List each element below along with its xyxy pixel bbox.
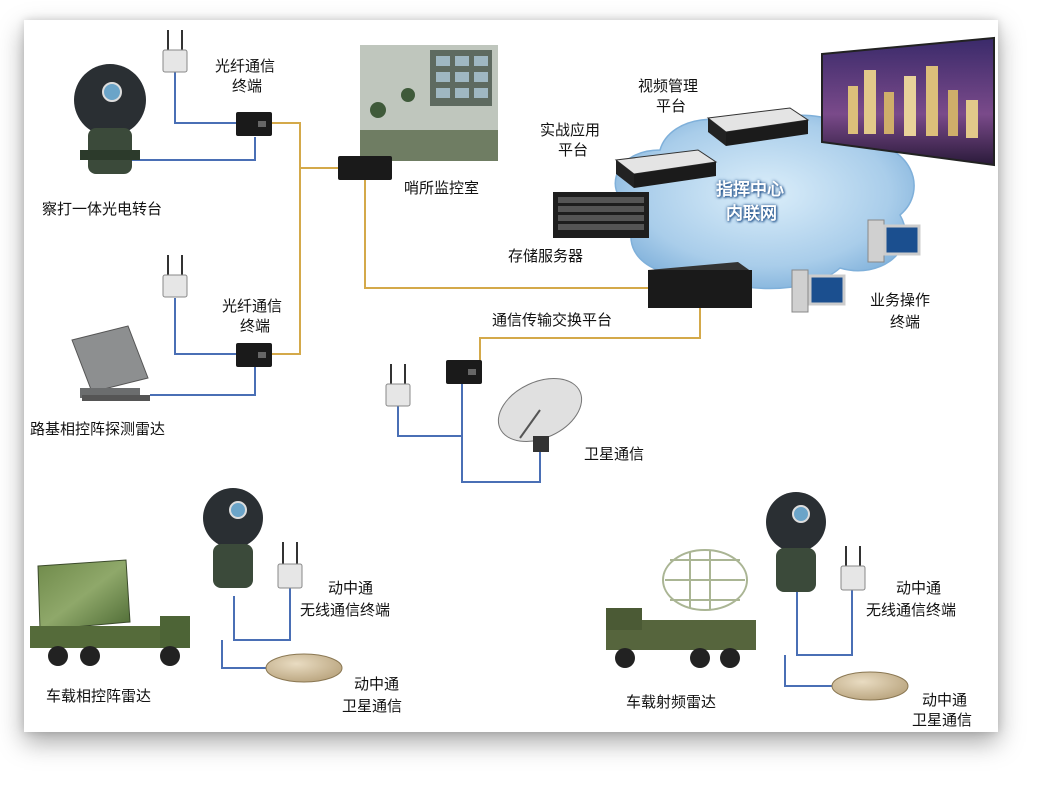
antenna-router-4	[278, 542, 302, 588]
label-command-center-line2: 内联网	[726, 204, 777, 224]
label-combat-app-line2: 平台	[558, 140, 588, 160]
fiber-terminal-box-2	[236, 343, 272, 367]
vehicle-phased-radar-truck	[30, 560, 190, 666]
label-mobile-sat-1-line2: 卫星通信	[342, 696, 402, 716]
label-mobile-wireless-1-line2: 无线通信终端	[300, 600, 390, 620]
label-fiber-terminal-1-line2: 终端	[232, 76, 262, 96]
label-command-center-line1: 指挥中心	[716, 180, 784, 200]
label-fiber-terminal-2-line2: 终端	[240, 316, 270, 336]
mobile-sat-dome-2	[832, 672, 908, 700]
label-mobile-sat-2-line1: 动中通	[922, 690, 967, 710]
fiber-terminal-box-3	[446, 360, 482, 384]
label-business-terminal-line2: 终端	[890, 312, 920, 332]
antenna-router-1	[163, 30, 187, 72]
label-mobile-sat-1-line1: 动中通	[354, 674, 399, 694]
label-comm-switch: 通信传输交换平台	[492, 310, 612, 330]
label-combat-app-line1: 实战应用	[540, 120, 600, 140]
label-mobile-wireless-2-line2: 无线通信终端	[866, 600, 956, 620]
label-fiber-terminal-1-line1: 光纤通信	[215, 56, 275, 76]
label-vehicle-rf-radar: 车载射频雷达	[626, 692, 716, 712]
camera-turret-3	[766, 492, 826, 592]
label-roadbed-radar: 路基相控阵探测雷达	[30, 419, 165, 439]
mobile-sat-dome-1	[266, 654, 342, 682]
vehicle-rf-radar-truck	[606, 550, 756, 668]
label-sentry-room: 哨所监控室	[404, 178, 479, 198]
label-fiber-terminal-2-line1: 光纤通信	[222, 296, 282, 316]
label-satellite: 卫星通信	[584, 444, 644, 464]
label-mobile-wireless-2-line1: 动中通	[896, 578, 941, 598]
label-video-mgmt-line2: 平台	[656, 96, 686, 116]
workstation-2	[792, 270, 844, 312]
label-vehicle-phased-radar: 车载相控阵雷达	[46, 686, 151, 706]
storage-server-unit	[553, 192, 649, 238]
camera-turret-2	[203, 488, 263, 588]
antenna-router-2	[163, 255, 187, 297]
label-video-mgmt-line1: 视频管理	[638, 76, 698, 96]
satellite-dish	[488, 366, 591, 454]
video-wall	[822, 38, 994, 165]
fiber-terminal-box-1	[236, 112, 272, 136]
label-business-terminal-line1: 业务操作	[870, 290, 930, 310]
label-mobile-wireless-1-line1: 动中通	[328, 578, 373, 598]
antenna-router-5	[841, 546, 865, 590]
sentry-room-photo	[360, 45, 498, 161]
sentry-device-box	[338, 156, 392, 180]
antenna-router-3	[386, 364, 410, 406]
comm-switch-unit	[648, 262, 752, 308]
label-camera-turret: 察打一体光电转台	[42, 199, 162, 219]
roadbed-radar-unit	[72, 326, 150, 401]
camera-turret-1	[74, 64, 146, 174]
label-mobile-sat-2-line2: 卫星通信	[912, 710, 972, 730]
label-storage-server: 存储服务器	[508, 246, 583, 266]
